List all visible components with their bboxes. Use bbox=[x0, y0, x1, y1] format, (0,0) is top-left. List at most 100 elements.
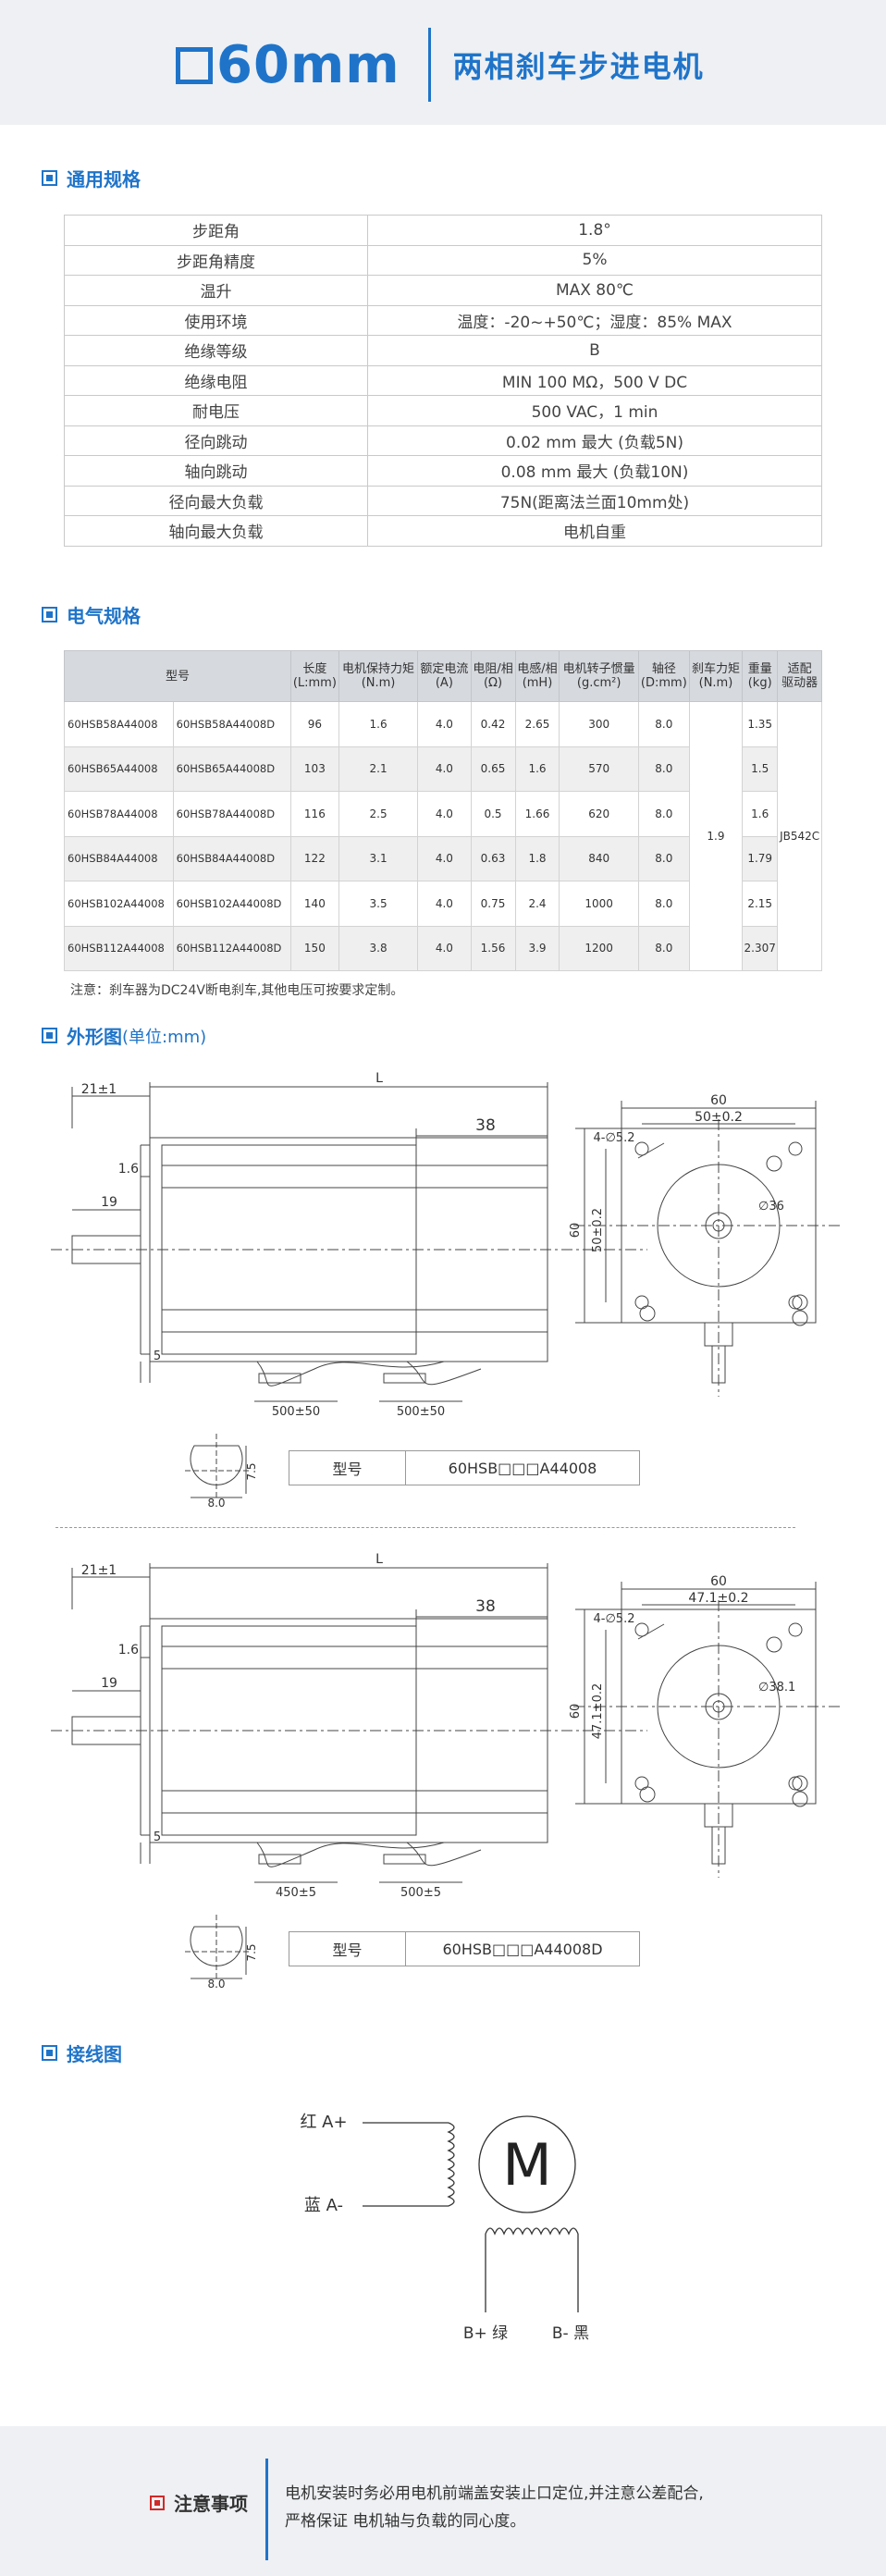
notice-bullet-icon bbox=[150, 2495, 165, 2510]
dim-21: 21±1 bbox=[81, 1563, 117, 1578]
elec-header-cell: 电机转子惯量 (g.cm²) bbox=[559, 650, 639, 702]
elec-cell: 2.307 bbox=[742, 925, 779, 971]
elec-cell: 1.6 bbox=[514, 746, 560, 792]
dim-60-vertical: 60 bbox=[569, 1704, 583, 1719]
model-label: 型号 bbox=[289, 1450, 406, 1485]
dim-L: L bbox=[375, 1071, 383, 1086]
spec-value: MAX 80℃ bbox=[367, 275, 822, 306]
elec-cell: 1.66 bbox=[514, 791, 560, 837]
section-dimensions-title: 外形图 bbox=[67, 1026, 122, 1048]
brake-torque-cell: 1.9 bbox=[688, 701, 744, 971]
model-value: 60HSB□□□A44008D bbox=[405, 1931, 640, 1966]
section-bullet-icon bbox=[42, 2045, 57, 2061]
elec-header-cell: 型号 bbox=[64, 650, 291, 702]
spec-value: 0.02 mm 最大 (负载5N) bbox=[367, 425, 822, 456]
elec-cell: 4.0 bbox=[417, 701, 472, 747]
wire-a-minus-label: 蓝 A- bbox=[304, 2196, 343, 2215]
elec-cell: 8.0 bbox=[637, 791, 690, 837]
notice-title: 注意事项 bbox=[150, 2489, 248, 2516]
dim-60: 60 bbox=[710, 1574, 727, 1589]
spec-value: 5% bbox=[367, 244, 822, 276]
elec-cell: 140 bbox=[289, 881, 339, 927]
page-title: 两相刹车步进电机 bbox=[452, 49, 705, 84]
notice-line-2: 严格保证 电机轴与负载的同心度。 bbox=[285, 2512, 526, 2531]
dim-8-0: 8.0 bbox=[207, 1497, 225, 1508]
dim-38: 38 bbox=[475, 1116, 496, 1135]
spec-value: 500 VAC，1 min bbox=[367, 395, 822, 426]
spec-key: 耐电压 bbox=[64, 395, 368, 426]
dim-60-vertical: 60 bbox=[569, 1223, 583, 1239]
dim-L: L bbox=[375, 1552, 383, 1567]
dim-pilot: ∅38.1 bbox=[758, 1681, 795, 1695]
elec-cell: 60HSB102A44008D bbox=[172, 881, 291, 927]
spec-value: B bbox=[367, 335, 822, 366]
dim-60: 60 bbox=[710, 1093, 727, 1108]
dim-1-6: 1.6 bbox=[118, 1162, 139, 1177]
elec-cell: 1.8 bbox=[514, 835, 560, 881]
spec-key: 步距角 bbox=[64, 215, 368, 246]
section-bullet-icon bbox=[42, 170, 57, 186]
electrical-spec-table: 型号长度 (L:mm)电机保持力矩 (N.m)额定电流 (A)电阻/相 (Ω)电… bbox=[64, 650, 822, 971]
spec-key: 温升 bbox=[64, 275, 368, 306]
elec-cell: 2.1 bbox=[338, 746, 419, 792]
elec-header-cell: 重量 (kg) bbox=[742, 650, 779, 702]
spec-key: 绝缘电阻 bbox=[64, 364, 368, 396]
elec-cell: 4.0 bbox=[417, 881, 472, 927]
elec-cell: 0.5 bbox=[470, 791, 516, 837]
elec-cell: 8.0 bbox=[637, 835, 690, 881]
dim-lead-1: 450±5 bbox=[276, 1886, 316, 1900]
motor-symbol bbox=[478, 2115, 576, 2213]
elec-header-cell: 长度 (L:mm) bbox=[289, 650, 339, 702]
section-dimensions-heading: 外形图(单位:mm) bbox=[42, 1022, 206, 1049]
elec-cell: 620 bbox=[559, 791, 639, 837]
electrical-note: 注意：刹车器为DC24V断电刹车,其他电压可按要求定制。 bbox=[70, 983, 404, 998]
elec-cell: 60HSB112A44008D bbox=[172, 925, 291, 971]
elec-cell: 60HSB78A44008 bbox=[64, 791, 174, 837]
square-icon bbox=[176, 46, 213, 84]
notice-line-1: 电机安装时务必用电机前端盖安装止口定位,并注意公差配合, bbox=[285, 2484, 704, 2503]
header-divider bbox=[427, 28, 431, 102]
elec-cell: 8.0 bbox=[637, 701, 690, 747]
elec-cell: 150 bbox=[289, 925, 339, 971]
elec-cell: 840 bbox=[559, 835, 639, 881]
dim-8-0: 8.0 bbox=[207, 1978, 225, 1989]
header-banner: 60mm 两相刹车步进电机 bbox=[0, 0, 886, 125]
elec-cell: 2.65 bbox=[514, 701, 560, 747]
elec-cell: 60HSB58A44008 bbox=[64, 701, 174, 747]
elec-cell: 122 bbox=[289, 835, 339, 881]
dim-50-vertical: 50±0.2 bbox=[591, 1208, 605, 1252]
spec-value: 电机自重 bbox=[367, 515, 822, 547]
spec-value: 75N(距离法兰面10mm处) bbox=[367, 485, 822, 516]
drawing-divider bbox=[55, 1527, 795, 1528]
dimension-drawing-2: 21±1 1.6 19 L 38 5 450±5 500±5 60 47.1±0… bbox=[0, 1545, 886, 1933]
spec-key: 径向跳动 bbox=[64, 425, 368, 456]
wire-b-plus-label: B+ 绿 bbox=[463, 2324, 508, 2343]
driver-cell: JB542C bbox=[777, 701, 822, 971]
dim-5: 5 bbox=[154, 1350, 161, 1363]
elec-cell: 2.5 bbox=[338, 791, 419, 837]
elec-cell: 8.0 bbox=[637, 746, 690, 792]
elec-cell: 0.42 bbox=[470, 701, 516, 747]
section-general-title: 通用规格 bbox=[67, 168, 141, 191]
elec-cell: 60HSB102A44008 bbox=[64, 881, 174, 927]
frame-size-text: 60mm bbox=[216, 34, 400, 95]
elec-cell: 1.6 bbox=[338, 701, 419, 747]
section-wiring-heading: 接线图 bbox=[42, 2040, 122, 2066]
elec-cell: 4.0 bbox=[417, 746, 472, 792]
dimension-drawing-2-svg: 21±1 1.6 19 L 38 5 450±5 500±5 60 47.1±0… bbox=[51, 1552, 842, 1900]
spec-row: 轴向最大负载电机自重 bbox=[64, 515, 822, 547]
elec-cell: 3.1 bbox=[338, 835, 419, 881]
elec-cell: 60HSB84A44008D bbox=[172, 835, 291, 881]
